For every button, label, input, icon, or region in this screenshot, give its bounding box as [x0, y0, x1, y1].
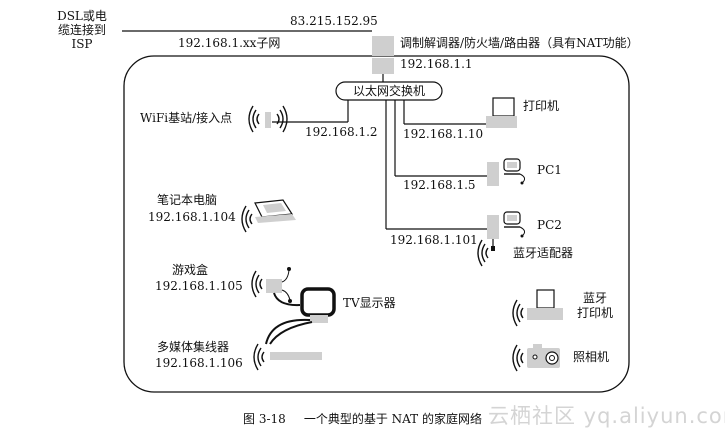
laptop-ip-label: 192.168.1.104: [148, 210, 236, 224]
media-hub: [253, 343, 322, 371]
media-label: 多媒体集线器: [157, 340, 230, 354]
tv-cables: [265, 292, 313, 345]
tv-icon: [300, 287, 336, 323]
caption-text: 一个典型的基于 NAT 的家庭网络: [303, 412, 482, 426]
game-box: [251, 267, 292, 303]
switch-cables: [272, 100, 487, 230]
printer-ip-label: 192.168.1.10: [403, 127, 484, 141]
media-ip-label: 192.168.1.106: [155, 356, 243, 370]
isp-label-line2: 缆连接到: [57, 23, 106, 37]
printer-label: 打印机: [523, 99, 560, 113]
laptop-label: 笔记本电脑: [157, 193, 218, 207]
bluetooth-waves-icon: [477, 239, 495, 267]
watermark: 云栖社区 yq.aliyun.com: [488, 404, 725, 428]
ethernet-switch: [335, 81, 443, 101]
pc-icon: [487, 158, 526, 186]
caption-number: 图 3-18: [243, 412, 286, 426]
camera-icon: [512, 344, 560, 372]
public-ip-label: 83.215.152.95: [290, 14, 378, 28]
router-label: 调制解调器/防火墙/路由器（具有NAT功能）: [400, 36, 639, 50]
figure-caption: 图 3-18 一个典型的基于 NAT 的家庭网络: [0, 410, 725, 427]
router-icon: [372, 36, 394, 74]
laptop-icon: [241, 199, 296, 233]
bt-printer-label-line2: 打印机: [576, 306, 613, 320]
pc2-ip-label: 192.168.1.101: [390, 233, 478, 247]
printer-icon: [486, 97, 517, 128]
subnet-label: 192.168.1.xx子网: [178, 36, 281, 50]
wifi-waves-icon: [248, 105, 288, 133]
wifi-label: WiFi基站/接入点: [140, 111, 233, 125]
pc-icon: [487, 211, 526, 239]
printer-icon: [512, 289, 563, 327]
bt-printer-label-line1: 蓝牙: [582, 291, 607, 305]
router-ip-label: 192.168.1.1: [400, 57, 473, 71]
pc1-label: PC1: [537, 163, 562, 177]
pc2-label: PC2: [537, 218, 562, 232]
switch-label: 以太网交换机: [352, 84, 425, 98]
tv-label: TV显示器: [343, 296, 396, 310]
gamebox-ip-label: 192.168.1.105: [155, 279, 243, 293]
isp-label-line3: ISP: [71, 37, 93, 51]
isp-label-line1: DSL或电: [57, 9, 107, 23]
camera-label: 照相机: [573, 350, 610, 364]
pc1-ip-label: 192.168.1.5: [403, 178, 476, 192]
bt-adapter-label: 蓝牙适配器: [513, 246, 574, 260]
gamebox-label: 游戏盒: [172, 263, 209, 277]
wifi-ip-label: 192.168.1.2: [305, 125, 378, 139]
